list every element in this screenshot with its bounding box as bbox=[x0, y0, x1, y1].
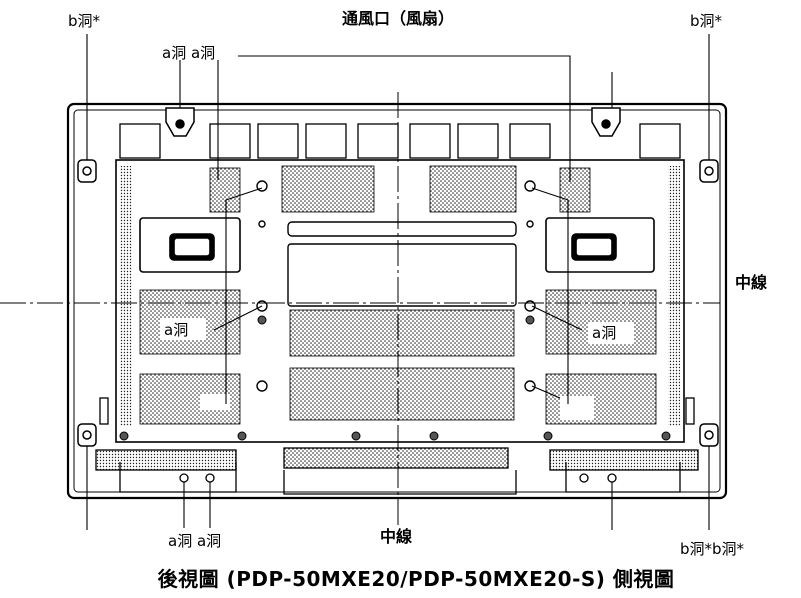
label-b-hole-top-right: b洞* bbox=[690, 12, 723, 30]
b-holes bbox=[77, 159, 719, 447]
label-b-hole-top-left: b洞* bbox=[68, 12, 101, 30]
center-lines bbox=[0, 92, 720, 526]
label-top-vent: 通風口（風扇） bbox=[342, 9, 454, 28]
side-handle-openings bbox=[139, 217, 655, 273]
label-a-hole-mid-right: a洞 bbox=[592, 324, 616, 342]
blank-plates bbox=[200, 394, 594, 420]
figure-caption: 後視圖 (PDP-50MXE20/PDP-50MXE20-S) 側視圖 bbox=[158, 567, 675, 591]
label-bg-mid-right bbox=[588, 322, 634, 344]
label-a-hole-bottom-pair: a洞 a洞 bbox=[168, 532, 221, 550]
label-a-hole-mid-left: a洞 bbox=[164, 321, 188, 339]
center-recess bbox=[287, 221, 517, 307]
leader-lines bbox=[86, 34, 710, 530]
lower-stand-area bbox=[95, 397, 699, 495]
top-handles bbox=[165, 107, 621, 137]
label-a-hole-top-pair: a洞 a洞 bbox=[162, 44, 215, 62]
label-center-line-right: 中線 bbox=[735, 273, 767, 292]
label-b-hole-bottom-right: b洞*b洞* bbox=[680, 540, 745, 558]
top-vent-slots bbox=[119, 123, 681, 159]
bottom-screws bbox=[119, 315, 671, 441]
label-center-line-bottom: 中線 bbox=[380, 527, 412, 546]
label-bg-mid-left bbox=[160, 318, 206, 340]
